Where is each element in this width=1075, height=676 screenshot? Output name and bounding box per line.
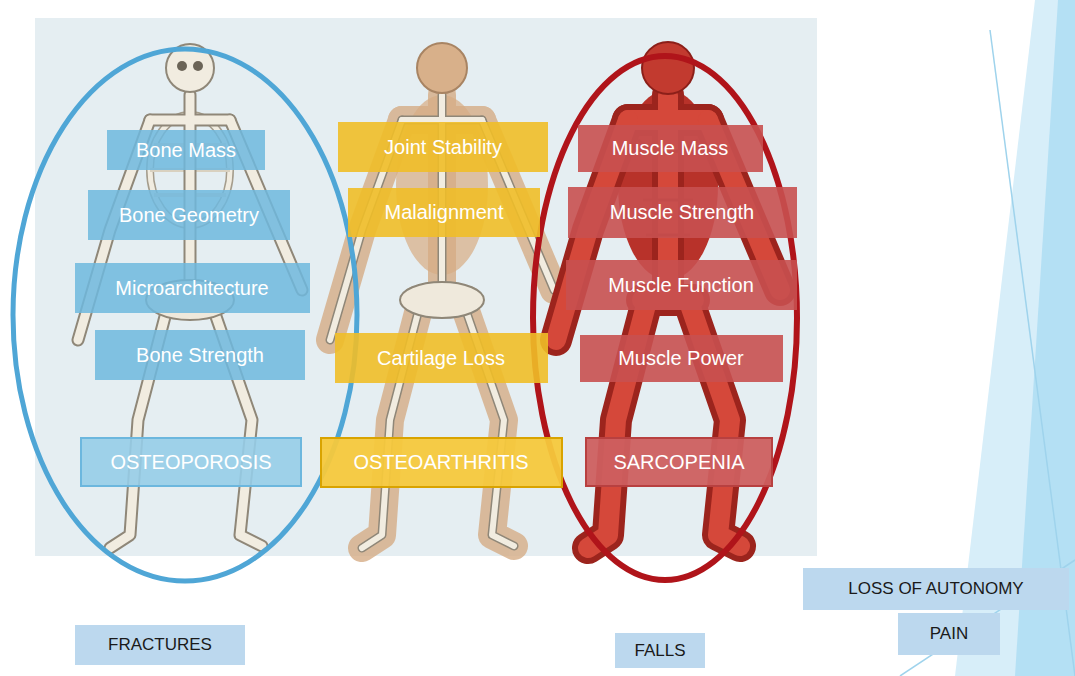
- factor-box: Bone Geometry: [88, 190, 290, 240]
- image-panel: [35, 18, 817, 556]
- outcome-label: PAIN: [898, 613, 1000, 655]
- factor-box: Malalignment: [348, 188, 540, 237]
- factor-box: Muscle Power: [580, 335, 783, 382]
- factor-box: Cartilage Loss: [335, 333, 548, 383]
- box-label: Muscle Power: [618, 347, 744, 370]
- disease-box: SARCOPENIA: [585, 437, 773, 487]
- box-label: SARCOPENIA: [613, 451, 744, 474]
- box-label: Bone Strength: [136, 344, 264, 367]
- factor-box: Joint Stability: [338, 122, 548, 172]
- box-label: Microarchitecture: [115, 277, 268, 300]
- box-label: FALLS: [634, 641, 685, 661]
- box-label: OSTEOARTHRITIS: [353, 451, 528, 474]
- box-label: Cartilage Loss: [377, 347, 505, 370]
- outcome-label: FALLS: [615, 633, 705, 668]
- box-label: Joint Stability: [384, 136, 502, 159]
- factor-box: Muscle Strength: [568, 187, 797, 238]
- box-label: Muscle Mass: [612, 137, 729, 160]
- factor-box: Microarchitecture: [75, 263, 310, 313]
- group-ellipse: [13, 49, 357, 581]
- box-label: PAIN: [930, 624, 968, 644]
- box-label: OSTEOPOROSIS: [110, 451, 271, 474]
- box-label: Bone Geometry: [119, 204, 259, 227]
- box-label: LOSS OF AUTONOMY: [848, 579, 1023, 599]
- outcome-label: LOSS OF AUTONOMY: [803, 568, 1069, 610]
- factor-box: Bone Strength: [95, 330, 305, 380]
- factor-box: Bone Mass: [107, 130, 265, 170]
- group-ellipse: [533, 56, 797, 580]
- box-label: Bone Mass: [136, 139, 236, 162]
- factor-box: Muscle Mass: [578, 125, 763, 172]
- anatomy-figure: [330, 43, 554, 548]
- box-label: Muscle Strength: [610, 201, 755, 224]
- factor-box: Muscle Function: [566, 260, 797, 310]
- box-label: Malalignment: [385, 201, 504, 224]
- disease-box: OSTEOARTHRITIS: [320, 437, 563, 488]
- box-label: Muscle Function: [608, 274, 754, 297]
- box-label: FRACTURES: [108, 635, 212, 655]
- outcome-label: FRACTURES: [75, 625, 245, 665]
- disease-box: OSTEOPOROSIS: [80, 437, 302, 487]
